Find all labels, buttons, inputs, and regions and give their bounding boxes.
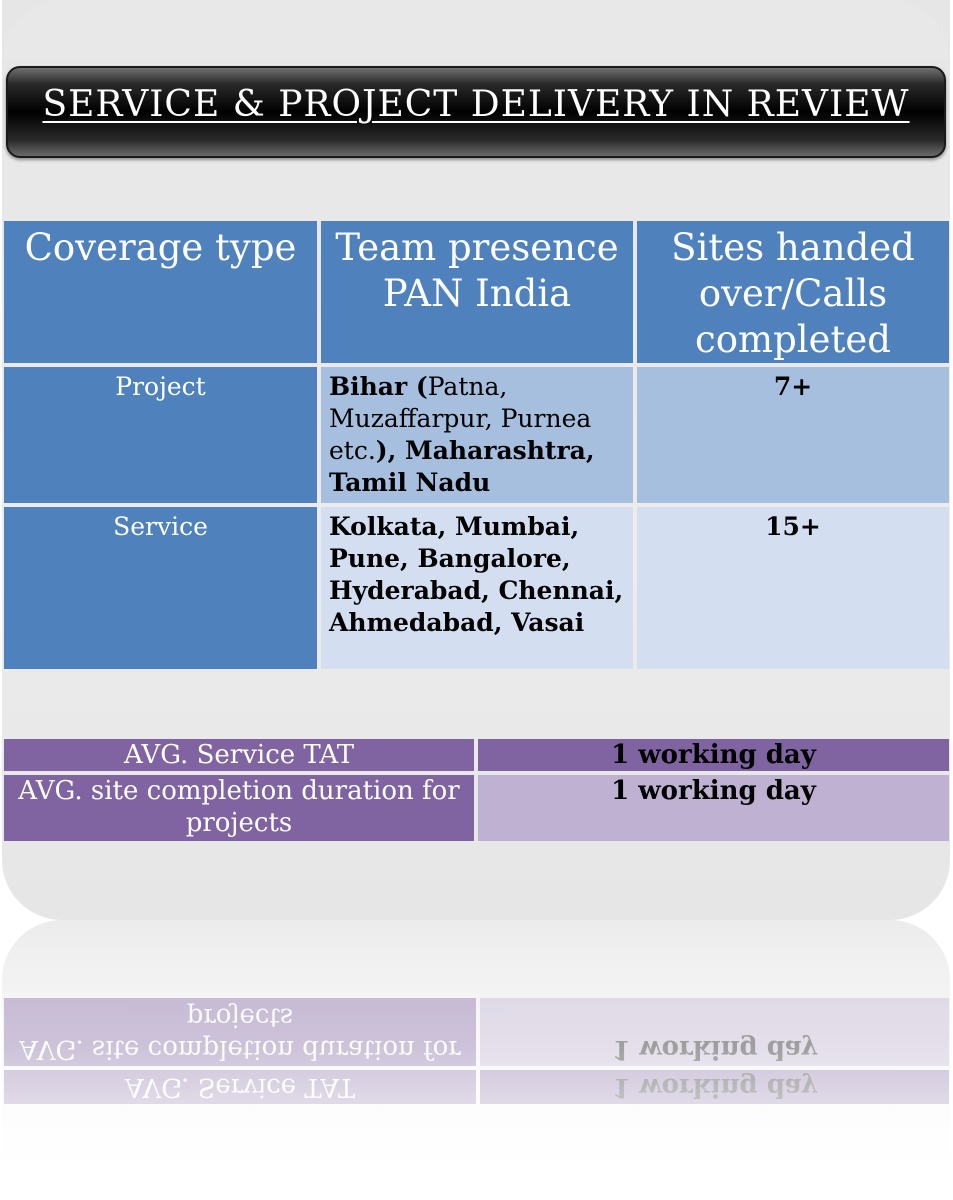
table-row-service: Service Kolkata, Mumbai, Pune, Bangalore… <box>4 507 949 669</box>
tat-value-cell: 1 working day <box>478 775 949 841</box>
table-row-site-completion: AVG. site completion duration for projec… <box>4 775 949 841</box>
tat-table: AVG. Service TAT 1 working day AVG. site… <box>0 735 953 845</box>
reflection-fade <box>0 920 953 1200</box>
slide-reflection: AVG. Service TAT 1 working day AVG. site… <box>0 920 953 1200</box>
team-text-bold: ), Maharashtra, Tamil Nadu <box>329 436 595 497</box>
header-coverage-type: Coverage type <box>4 221 317 363</box>
team-text-bold: Kolkata, Mumbai, Pune, Bangalore, Hydera… <box>329 512 624 637</box>
coverage-header-row: Coverage type Team presence PAN India Si… <box>4 221 949 363</box>
coverage-type-cell: Service <box>4 507 317 669</box>
coverage-type-cell: Project <box>4 367 317 503</box>
table-row-project: Project Bihar (Patna, Muzaffarpur, Purne… <box>4 367 949 503</box>
coverage-table: Coverage type Team presence PAN India Si… <box>0 217 953 673</box>
header-team-presence: Team presence PAN India <box>321 221 633 363</box>
sites-count-cell: 7+ <box>637 367 949 503</box>
table-row-service-tat: AVG. Service TAT 1 working day <box>4 739 949 771</box>
team-presence-cell: Kolkata, Mumbai, Pune, Bangalore, Hydera… <box>321 507 633 669</box>
tat-value-cell: 1 working day <box>478 739 949 771</box>
tat-label-cell: AVG. site completion duration for projec… <box>4 775 474 841</box>
tat-label-cell: AVG. Service TAT <box>4 739 474 771</box>
team-text-regular: Patna, Muzaffarpur, Purnea etc. <box>329 372 592 465</box>
page-title: SERVICE & PROJECT DELIVERY IN REVIEW <box>42 84 910 125</box>
title-banner: SERVICE & PROJECT DELIVERY IN REVIEW <box>6 66 946 158</box>
team-text-bold: Bihar ( <box>329 372 428 401</box>
sites-count-cell: 15+ <box>637 507 949 669</box>
team-presence-cell: Bihar (Patna, Muzaffarpur, Purnea etc.),… <box>321 367 633 503</box>
header-sites-handed: Sites handed over/Calls completed <box>637 221 949 363</box>
